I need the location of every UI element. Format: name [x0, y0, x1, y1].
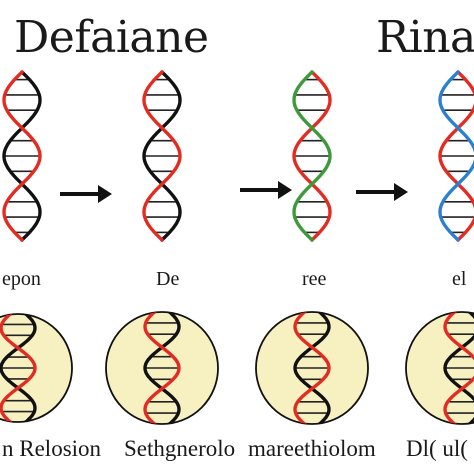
- diagram-title-right: Rinal: [376, 12, 474, 63]
- dna-strand: [142, 70, 182, 242]
- dna-strand: [438, 70, 474, 242]
- arrow-head: [394, 183, 408, 201]
- dna-strand: [293, 312, 331, 424]
- circle-1-helix: [0, 314, 37, 422]
- helix-3: [292, 70, 332, 242]
- dna-strand: [0, 314, 37, 422]
- arrow-head: [278, 181, 292, 199]
- dna-strand: [292, 70, 332, 242]
- dna-strand: [142, 70, 182, 242]
- dna-strand: [2, 70, 42, 242]
- dna-strand: [293, 312, 331, 424]
- stage-label-2: De: [156, 268, 180, 290]
- dna-strand: [143, 312, 181, 424]
- circle-3-helix: [293, 312, 331, 424]
- dna-strand: [0, 314, 37, 422]
- bottom-label-2: Sethgnerolo: [124, 436, 236, 461]
- dna-strand: [443, 312, 474, 424]
- arrow-icon-2: [240, 181, 292, 199]
- dna-strand: [143, 312, 181, 424]
- circle-2-helix: [143, 312, 181, 424]
- dna-strand: [438, 70, 474, 242]
- bottom-label-1: n Relosion: [2, 436, 102, 461]
- bottom-label-4: Dl( ul(: [406, 436, 468, 461]
- bottom-label-3: mareethiolom: [248, 436, 376, 461]
- arrow-head: [98, 185, 112, 203]
- helix-4: [438, 70, 474, 242]
- helix-1: [2, 70, 42, 242]
- diagram-title: Defaiane: [14, 12, 209, 63]
- helix-2: [142, 70, 182, 242]
- stage-label-3: ree: [302, 268, 327, 290]
- stage-label-1: epon: [2, 268, 41, 290]
- dna-strand: [2, 70, 42, 242]
- dna-strand: [443, 312, 474, 424]
- arrow-icon-3: [356, 183, 408, 201]
- circle-4-helix: [443, 312, 474, 424]
- arrow-icon-1: [60, 185, 112, 203]
- dna-strand: [292, 70, 332, 242]
- stage-label-4: el: [452, 268, 467, 290]
